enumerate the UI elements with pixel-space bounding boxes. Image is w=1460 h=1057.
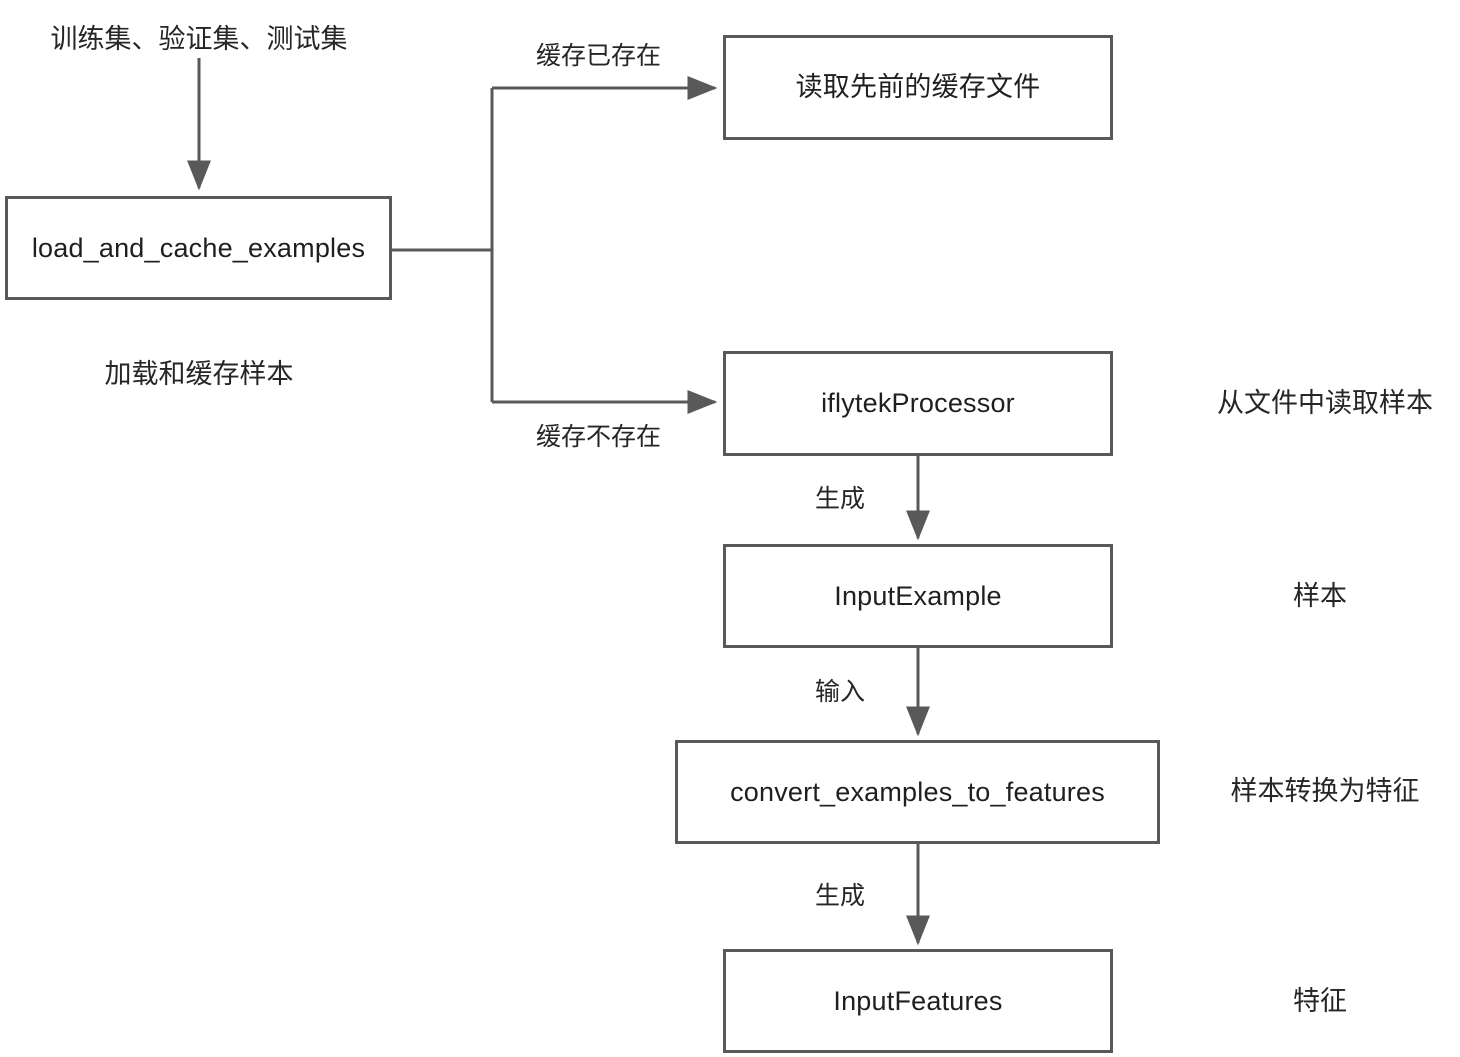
node-input-features-label: InputFeatures (833, 985, 1003, 1016)
node-convert-examples-to-features[interactable]: convert_examples_to_features (675, 740, 1160, 844)
node-load-and-cache-examples-label: load_and_cache_examples (31, 232, 366, 263)
node-input-example-label: InputExample (834, 580, 1002, 611)
edge-label-generate-features: 生成 (815, 882, 866, 910)
edge-label-generate-example: 生成 (815, 485, 866, 513)
side-note-read-from-file: 从文件中读取样本 (1217, 388, 1433, 418)
edge-label-input: 输入 (815, 678, 866, 706)
node-iflytek-processor-label: iflytekProcessor (821, 388, 1015, 418)
edge-label-cache-exists: 缓存已存在 (536, 42, 662, 70)
node-convert-examples-to-features-label: convert_examples_to_features (730, 776, 1105, 807)
side-note-sample-to-feature: 样本转换为特征 (1230, 776, 1420, 806)
node-iflytek-processor[interactable]: iflytekProcessor (723, 351, 1113, 456)
edge-label-cache-missing: 缓存不存在 (536, 423, 662, 451)
load-and-cache-caption: 加载和缓存样本 (104, 359, 294, 389)
node-read-cache-file-label: 读取先前的缓存文件 (795, 72, 1041, 102)
node-input-features[interactable]: InputFeatures (723, 949, 1113, 1053)
node-input-example[interactable]: InputExample (723, 544, 1113, 648)
side-note-sample: 样本 (1293, 581, 1347, 611)
node-read-cache-file[interactable]: 读取先前的缓存文件 (723, 35, 1113, 140)
node-load-and-cache-examples[interactable]: load_and_cache_examples (5, 196, 392, 300)
dataset-title: 训练集、验证集、测试集 (50, 24, 348, 54)
side-note-feature: 特征 (1293, 986, 1347, 1016)
